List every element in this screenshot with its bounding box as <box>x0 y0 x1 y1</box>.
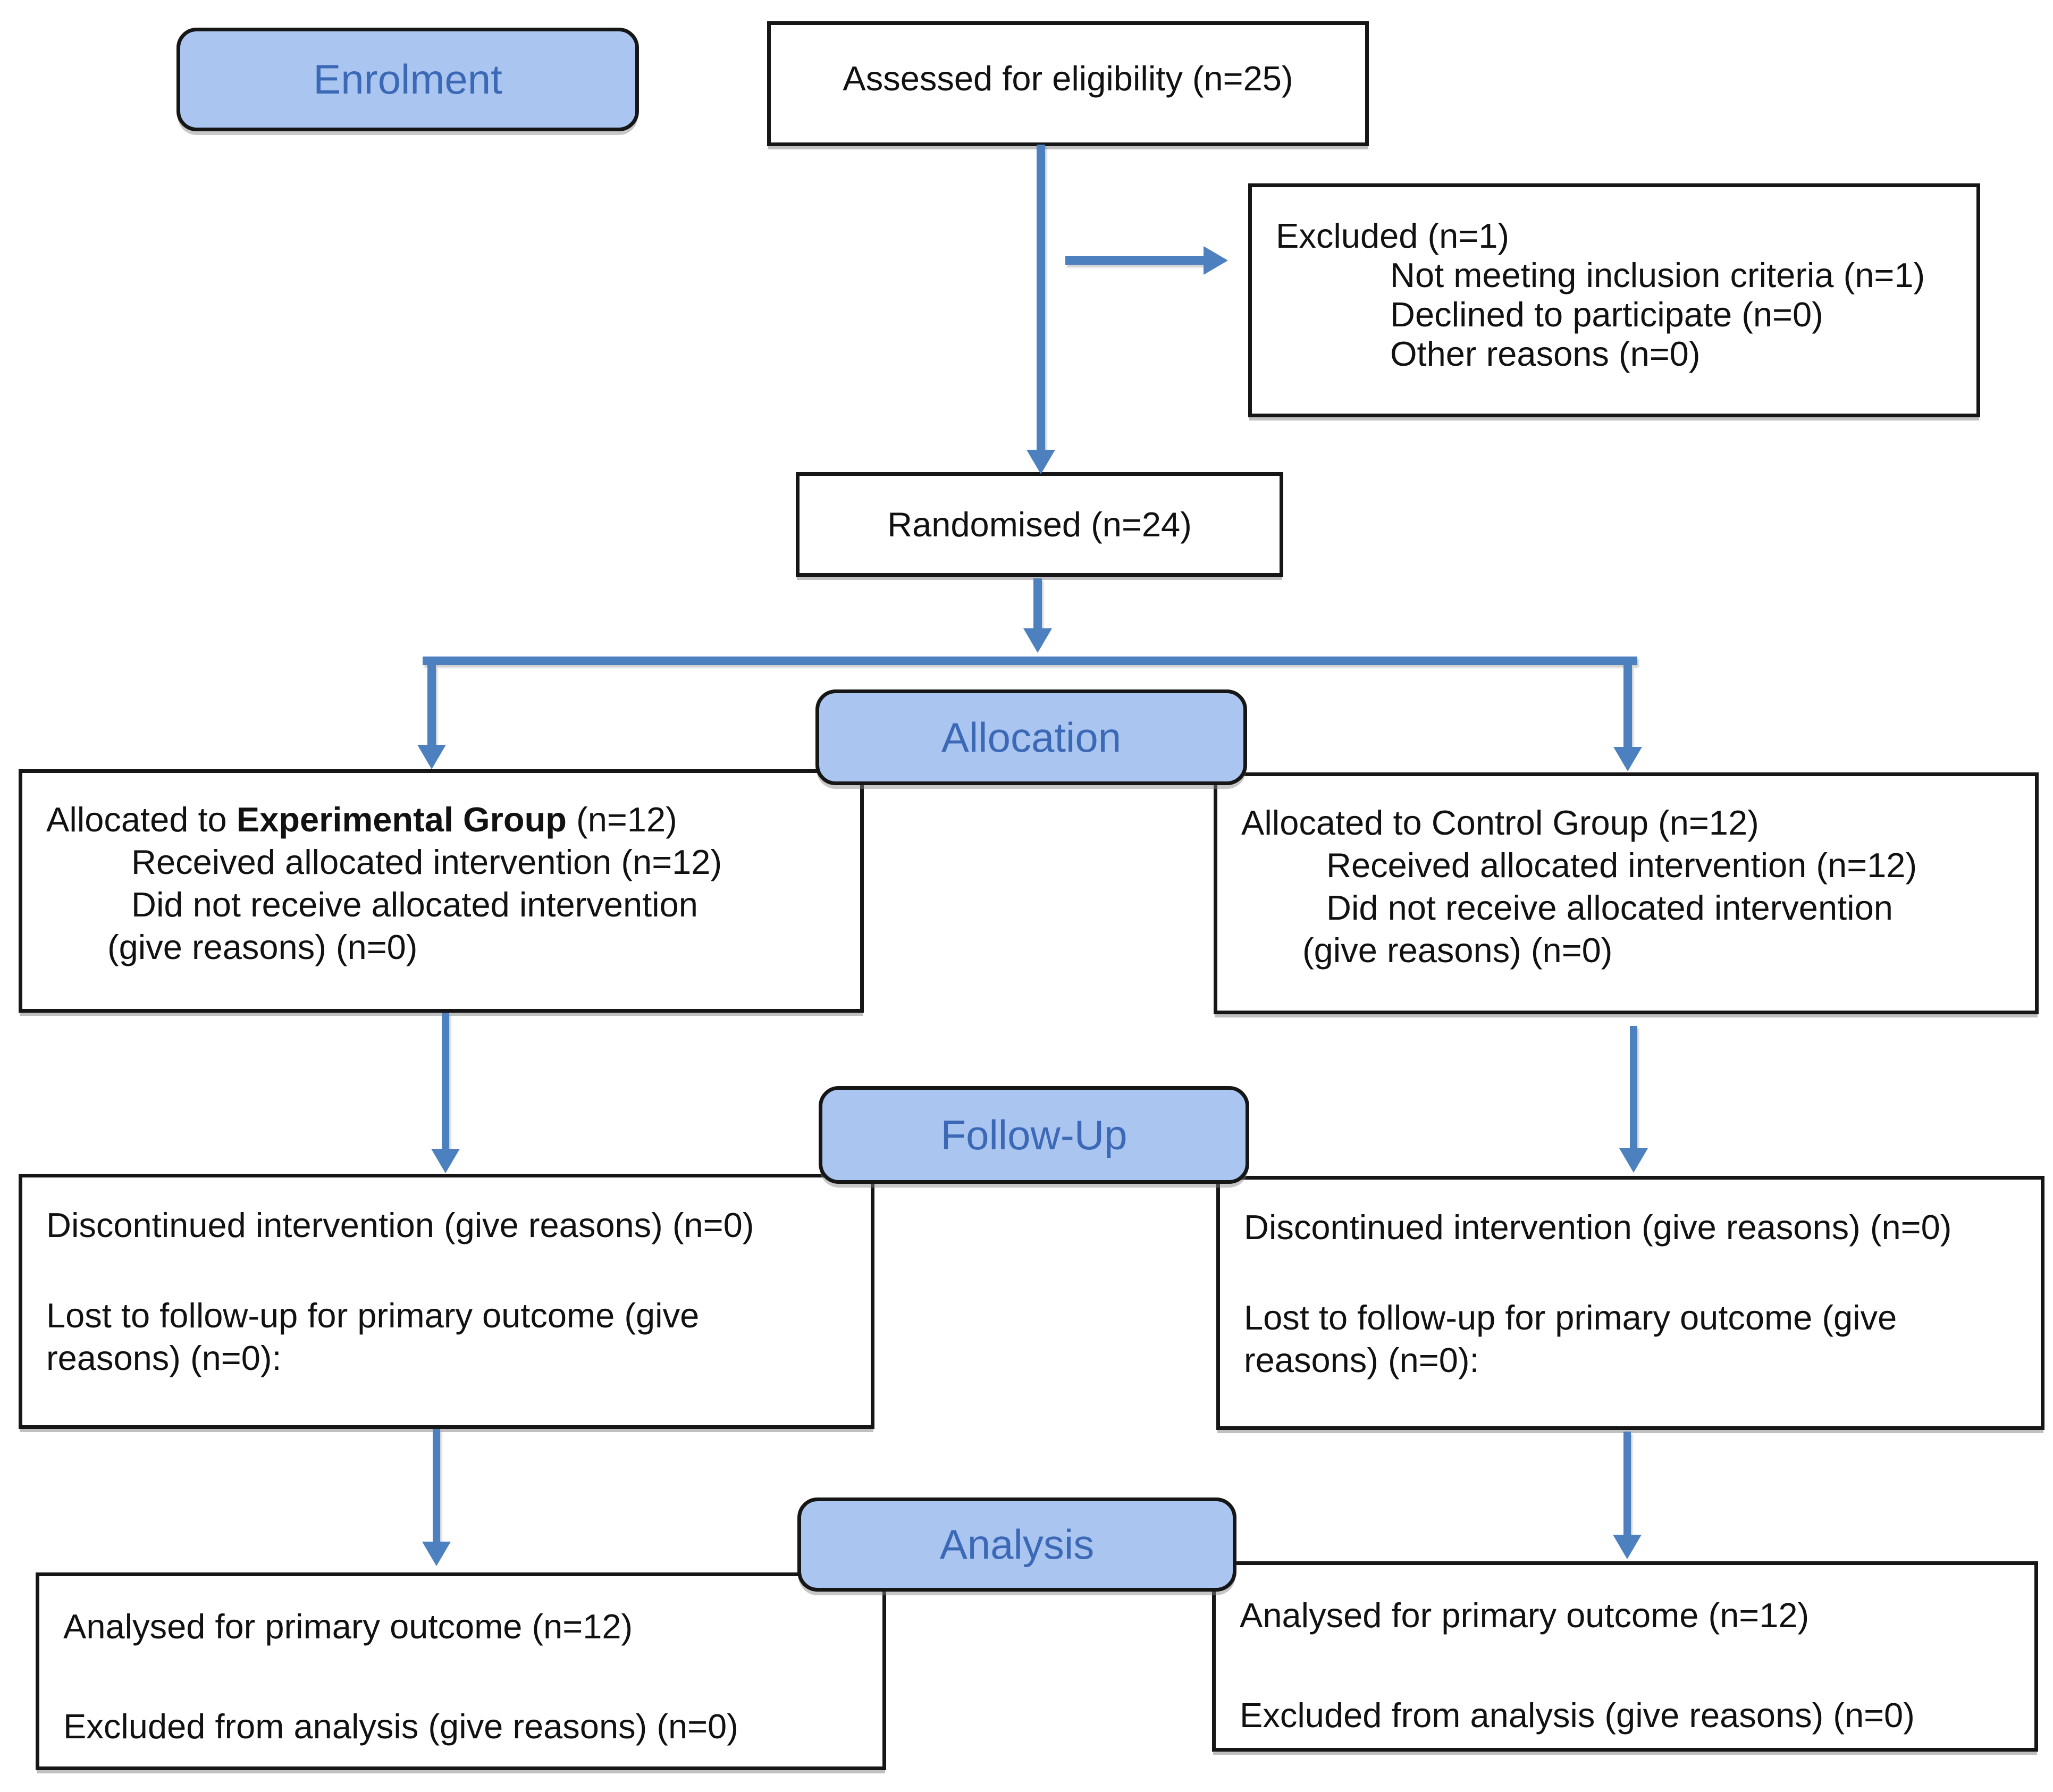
alloc-right-prefix: Allocated to <box>1241 803 1432 842</box>
arrow-followup-to-analysis-right <box>1623 1432 1631 1536</box>
arrow-split-to-alloc-right <box>1623 665 1632 748</box>
box-assessed-for-eligibility: Assessed for eligibility (n=25) <box>767 21 1369 146</box>
arrowhead-alloc-to-followup-right <box>1619 1148 1648 1173</box>
followup-right-line2: Lost to follow-up for primary outcome (g… <box>1244 1298 1897 1379</box>
arrow-alloc-to-followup-left <box>442 1013 449 1150</box>
box-followup-experimental: Discontinued intervention (give reasons)… <box>19 1174 874 1429</box>
analysis-right-line2: Excluded from analysis (give reasons) (n… <box>1240 1696 1915 1735</box>
followup-left-line1: Discontinued intervention (give reasons)… <box>46 1206 754 1244</box>
alloc-right-suffix: (n=12) <box>1648 803 1759 842</box>
excluded-item: Other reasons (n=0) <box>1390 334 1701 373</box>
box-excluded: Excluded (n=1) Not meeting inclusion cri… <box>1248 183 1980 417</box>
alloc-left-group: Experimental Group <box>236 800 567 839</box>
arrow-to-excluded <box>1065 256 1205 265</box>
assessed-text: Assessed for eligibility (n=25) <box>843 58 1293 98</box>
stage-label-followup: Follow-Up <box>819 1086 1249 1184</box>
arrowhead-alloc-to-followup-left <box>431 1149 460 1173</box>
arrow-split-to-alloc-left <box>427 665 436 746</box>
excluded-item: Declined to participate (n=0) <box>1390 295 1823 334</box>
alloc-right-item: Did not receive allocated intervention <box>1326 888 1893 927</box>
arrow-randomised-to-split <box>1033 578 1042 628</box>
box-randomised: Randomised (n=24) <box>796 472 1283 577</box>
box-analysis-control: Analysed for primary outcome (n=12) Excl… <box>1212 1561 2038 1752</box>
box-followup-control: Discontinued intervention (give reasons)… <box>1216 1176 2044 1430</box>
randomised-text: Randomised (n=24) <box>887 504 1192 544</box>
arrowhead-split-to-alloc-right <box>1613 747 1642 771</box>
arrowhead-to-excluded <box>1204 246 1228 275</box>
excluded-item: Not meeting inclusion criteria (n=1) <box>1390 256 1925 295</box>
arrowhead-randomised-to-split <box>1023 628 1052 653</box>
arrowhead-assessed-to-randomised <box>1026 450 1055 474</box>
arrow-alloc-to-followup-right <box>1630 1026 1637 1149</box>
box-allocated-control: Allocated to Control Group (n=12) Receiv… <box>1214 772 2039 1014</box>
alloc-right-item: Received allocated intervention (n=12) <box>1326 846 1917 885</box>
box-analysis-experimental: Analysed for primary outcome (n=12) Excl… <box>36 1572 886 1770</box>
followup-left-line2: Lost to follow-up for primary outcome (g… <box>46 1296 700 1377</box>
alloc-left-reasons: (give reasons) (n=0) <box>107 928 418 966</box>
stage-label-analysis: Analysis <box>797 1497 1236 1592</box>
alloc-left-item: Did not receive allocated intervention <box>131 885 698 924</box>
alloc-right-reasons: (give reasons) (n=0) <box>1302 931 1613 970</box>
stage-label-enrolment: Enrolment <box>176 28 639 131</box>
analysis-right-line1: Analysed for primary outcome (n=12) <box>1240 1596 1810 1635</box>
box-allocated-experimental: Allocated to Experimental Group (n=12) R… <box>19 769 864 1013</box>
alloc-right-title: Allocated to Control Group (n=12) <box>1241 802 2019 844</box>
followup-right-line1: Discontinued intervention (give reasons)… <box>1244 1208 1952 1247</box>
split-bar <box>423 657 1637 665</box>
excluded-title: Excluded (n=1) <box>1276 216 1510 255</box>
alloc-left-item: Received allocated intervention (n=12) <box>131 843 722 881</box>
arrow-followup-to-analysis-left <box>433 1429 440 1543</box>
arrowhead-followup-to-analysis-right <box>1613 1535 1642 1559</box>
analysis-left-line1: Analysed for primary outcome (n=12) <box>63 1607 633 1646</box>
arrowhead-followup-to-analysis-left <box>422 1542 451 1566</box>
stage-label-allocation: Allocation <box>815 689 1247 785</box>
alloc-right-group: Control Group <box>1431 803 1648 842</box>
arrowhead-split-to-alloc-left <box>417 745 446 769</box>
alloc-left-title: Allocated to Experimental Group (n=12) <box>46 798 844 841</box>
alloc-left-suffix: (n=12) <box>566 800 677 839</box>
analysis-left-line2: Excluded from analysis (give reasons) (n… <box>63 1707 738 1746</box>
arrow-assessed-to-randomised <box>1037 145 1045 450</box>
alloc-left-prefix: Allocated to <box>46 800 237 839</box>
